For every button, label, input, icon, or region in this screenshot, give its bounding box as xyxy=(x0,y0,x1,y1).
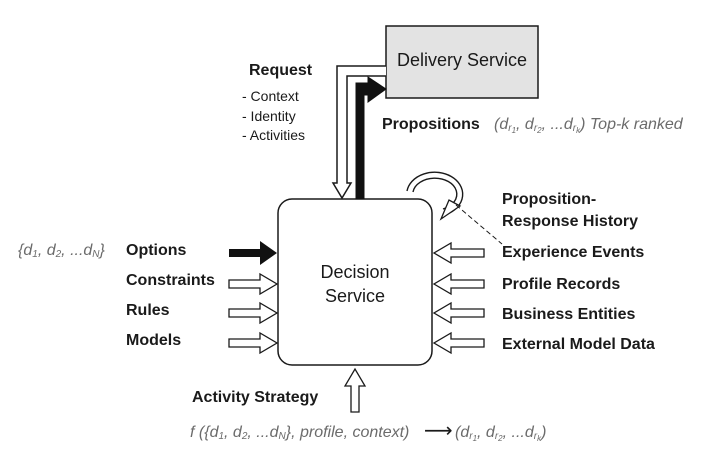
activity-strategy-arrow xyxy=(343,367,367,413)
options-set-formula: {d1, d2, ...dN} xyxy=(18,242,105,260)
constraints-label: Constraints xyxy=(126,272,215,289)
strategy-formula: f ({d1, d2, ...dN}, profile, context) xyxy=(190,424,410,442)
feedback-arrowhead xyxy=(439,199,462,221)
delivery-service-label: Delivery Service xyxy=(396,50,528,70)
propositions-label: Propositions xyxy=(382,116,480,133)
request-title: Request xyxy=(249,62,313,79)
models-arrow xyxy=(228,331,279,355)
profile-records-arrow xyxy=(432,272,485,296)
options-label: Options xyxy=(126,242,187,259)
experience-events-arrow xyxy=(432,241,485,265)
rules-arrow xyxy=(228,301,279,325)
request-item-identity: - Identity xyxy=(242,108,296,124)
request-item-activities: - Activities xyxy=(242,127,306,143)
result-formula: (dr1, dr2, ...drk) xyxy=(455,424,547,443)
decision-service-box xyxy=(277,198,433,366)
delivery-service-box xyxy=(385,25,539,99)
options-arrow xyxy=(229,241,277,265)
request-item-context: - Context xyxy=(242,88,299,104)
decision-service-label-line1: Decision xyxy=(320,262,390,282)
business-entities-arrow xyxy=(432,301,485,325)
history-label-line2: Response History xyxy=(502,213,639,230)
models-label: Models xyxy=(126,332,182,349)
profile-records-label: Profile Records xyxy=(502,276,621,293)
rules-label: Rules xyxy=(126,302,170,319)
request-arrow xyxy=(331,65,386,200)
constraints-arrow xyxy=(228,272,279,296)
maps-to-arrow-icon: ⟶ xyxy=(424,420,453,442)
experience-events-label: Experience Events xyxy=(502,244,645,261)
history-label-line1: Proposition- xyxy=(502,191,597,208)
propositions-formula: (dr1, dr2, ...drk) Top-k ranked xyxy=(494,116,683,135)
decision-service-label-line2: Service xyxy=(324,286,386,306)
business-entities-label: Business Entities xyxy=(502,306,636,323)
external-model-data-label: External Model Data xyxy=(502,336,655,353)
propositions-arrow xyxy=(355,76,387,200)
history-dashed-connector xyxy=(455,204,503,245)
activity-strategy-label: Activity Strategy xyxy=(192,389,319,406)
external-model-data-arrow xyxy=(432,331,485,355)
